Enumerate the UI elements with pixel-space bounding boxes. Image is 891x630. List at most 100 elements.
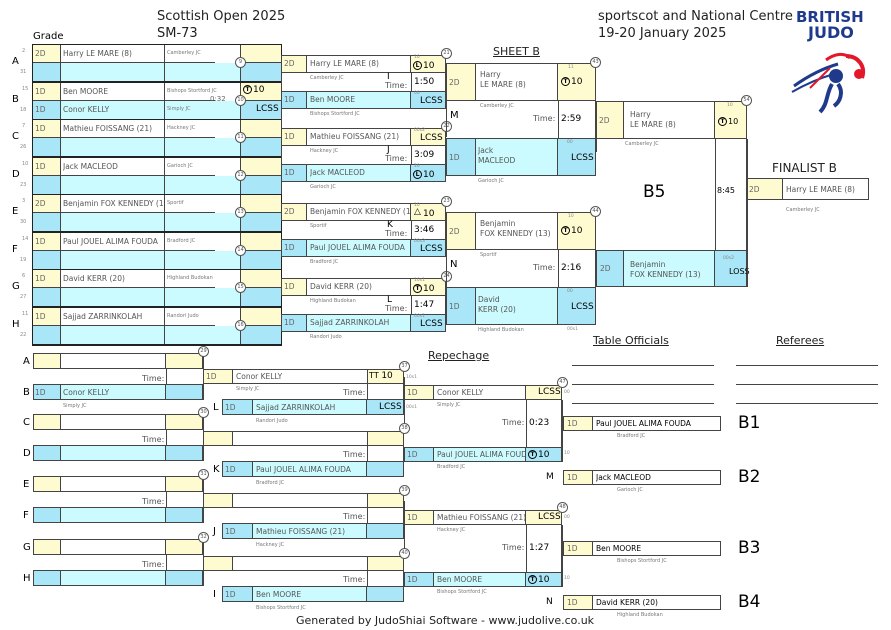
semi-small-bottom: 00 xyxy=(567,289,573,294)
r2-small-top: 10 xyxy=(414,203,420,208)
osaekomi-icon: L xyxy=(413,61,422,70)
pool-name[interactable]: Benjamin FOX KENNEDY (13) xyxy=(63,200,163,208)
rep2-name-bottom[interactable]: Sajjad ZARRINKOLAH xyxy=(256,404,336,412)
r2-score-top-cell xyxy=(411,203,446,221)
pool-divider xyxy=(33,306,281,308)
r2-name-bottom[interactable]: Paul JOUEL ALIMA FOUDA xyxy=(310,244,405,252)
r2-name-bottom[interactable]: Sajjad ZARRINKOLAH xyxy=(310,319,390,327)
rep2-grade-top-cell xyxy=(203,493,233,508)
time-label: Time: xyxy=(343,450,366,459)
r2-time: 1:50 xyxy=(414,77,435,87)
pool-seed-bottom: 30 xyxy=(20,219,27,225)
final-last-top[interactable]: LE MARE (8) xyxy=(630,121,676,129)
pool-score-cell-bottom xyxy=(241,138,281,156)
pool-club-cell-bottom xyxy=(165,101,241,119)
ippon-icon: T xyxy=(243,85,252,94)
match-number: 54 xyxy=(741,95,752,106)
pool-letter: B xyxy=(12,94,19,105)
rep3-name-top[interactable]: Mathieu FOISSANG (21) xyxy=(437,514,527,522)
pool-name[interactable]: Ben MOORE xyxy=(63,88,109,96)
final-first-bottom[interactable]: Benjamin xyxy=(630,261,666,269)
match-number: 12 xyxy=(235,170,246,181)
rep2-name-bottom[interactable]: Mathieu FOISSANG (21) xyxy=(256,528,346,536)
pool-name[interactable]: Mathieu FOISSANG (21) xyxy=(63,125,153,133)
rep3-name-bottom[interactable]: Ben MOORE xyxy=(437,576,483,584)
time-label: Time: xyxy=(142,497,165,506)
pool-grade: 1D xyxy=(35,274,46,283)
pool-grade-cell-bottom xyxy=(33,176,61,194)
grade-label: Grade xyxy=(33,31,64,42)
final-score-bottom: LOSS xyxy=(729,267,750,276)
bronze-name[interactable]: Ben MOORE xyxy=(596,545,642,553)
rep2-time-cell xyxy=(367,446,404,461)
semi-name-top-cell xyxy=(476,212,558,250)
final-last-bottom[interactable]: FOX KENNEDY (13) xyxy=(630,271,701,279)
match-letter: K xyxy=(387,220,393,230)
semi-first-bottom[interactable]: Jack xyxy=(478,147,494,155)
referee-line xyxy=(736,384,878,385)
pool-name[interactable]: Jack MACLEOD xyxy=(63,163,118,171)
rep3-name-bottom[interactable]: Paul JOUEL ALIMA FOUDA xyxy=(437,451,532,459)
r2-name-bottom[interactable]: Jack MACLEOD xyxy=(310,169,365,177)
rep-time-cell xyxy=(166,492,203,507)
r2-name-top-cell xyxy=(307,128,411,146)
bronze-name[interactable]: David KERR (20) xyxy=(596,599,658,607)
match-letter: I xyxy=(387,72,390,82)
rep-score-bottom-cell xyxy=(166,507,203,523)
pool-name[interactable]: Sajjad ZARRINKOLAH xyxy=(63,313,143,321)
score-value: 10 xyxy=(423,284,435,294)
r2-name-top[interactable]: David KERR (20) xyxy=(310,283,372,291)
rep2-name-bottom[interactable]: Ben MOORE xyxy=(256,591,302,599)
rep3-name-top[interactable]: Conor KELLY xyxy=(437,389,484,397)
final-first-top[interactable]: Harry xyxy=(630,111,651,119)
pool-name-bottom[interactable]: Conor KELLY xyxy=(63,106,110,114)
r2-name-top[interactable]: Mathieu FOISSANG (21) xyxy=(310,133,400,141)
brand-line1: BRITISH xyxy=(796,8,864,26)
winner-name[interactable]: Harry LE MARE (8) xyxy=(786,186,855,194)
rep2-name-top[interactable]: Conor KELLY xyxy=(236,373,283,381)
rep-letter-bottom: B xyxy=(23,387,30,398)
r2-score-bottom-cell xyxy=(411,314,446,332)
semi-first-top[interactable]: Benjamin xyxy=(480,220,516,228)
pool-grade-cell xyxy=(33,120,61,138)
pool-seed-top: 7 xyxy=(22,123,26,129)
r2-name-top[interactable]: Benjamin FOX KENNEDY (13) xyxy=(310,208,410,216)
rep2-name-bottom[interactable]: Paul JOUEL ALIMA FOUDA xyxy=(256,466,351,474)
match-number: 21 xyxy=(441,48,452,59)
rep2-name-bottom-cell xyxy=(253,586,367,602)
pool-name[interactable]: Paul JOUEL ALIMA FOUDA xyxy=(63,238,158,246)
rep2-time-cell xyxy=(367,384,404,399)
bracket-connector xyxy=(404,501,405,549)
r2-name-bottom-cell xyxy=(307,239,411,257)
rep3-grade-top: 1D xyxy=(407,388,418,397)
final-block-label: B5 xyxy=(643,182,666,202)
r2-name-top[interactable]: Harry LE MARE (8) xyxy=(310,60,379,68)
semi-first-bottom[interactable]: David xyxy=(478,296,500,304)
rep2-name-bottom-cell xyxy=(253,399,367,415)
semi-last-bottom[interactable]: KERR (20) xyxy=(478,306,516,314)
match-number: 37 xyxy=(399,361,410,372)
semi-last-bottom[interactable]: MACLEOD xyxy=(478,157,516,165)
pool-seed-bottom: 27 xyxy=(20,294,27,300)
ippon-icon: T xyxy=(528,450,537,459)
pool-name[interactable]: David KERR (20) xyxy=(63,275,125,283)
rep-score-top-cell xyxy=(166,476,203,492)
pool-seed-top: 15 xyxy=(22,86,29,92)
match-number: 40 xyxy=(399,548,410,559)
pool-club: Sportif xyxy=(167,200,184,206)
bronze-name[interactable]: Paul JOUEL ALIMA FOUDA xyxy=(596,420,691,428)
bracket-connector xyxy=(446,82,447,137)
semi-last-top[interactable]: FOX KENNEDY (13) xyxy=(480,230,551,238)
r2-name-top-cell xyxy=(307,203,411,221)
semi-first-top[interactable]: Harry xyxy=(480,71,501,79)
semi-last-top[interactable]: LE MARE (8) xyxy=(480,81,526,89)
pool-name[interactable]: Harry LE MARE (8) xyxy=(63,50,132,58)
rep3-name-top-cell xyxy=(434,510,526,525)
rep2-score-bottom-cell xyxy=(367,399,404,415)
osaekomi-icon: L xyxy=(413,170,422,179)
rep-name-bottom[interactable]: Conor KELLY xyxy=(63,389,110,397)
pool-grade: 1D xyxy=(35,237,46,246)
r2-name-bottom[interactable]: Ben MOORE xyxy=(310,96,356,104)
bronze-name[interactable]: Jack MACLEOD xyxy=(596,474,651,482)
